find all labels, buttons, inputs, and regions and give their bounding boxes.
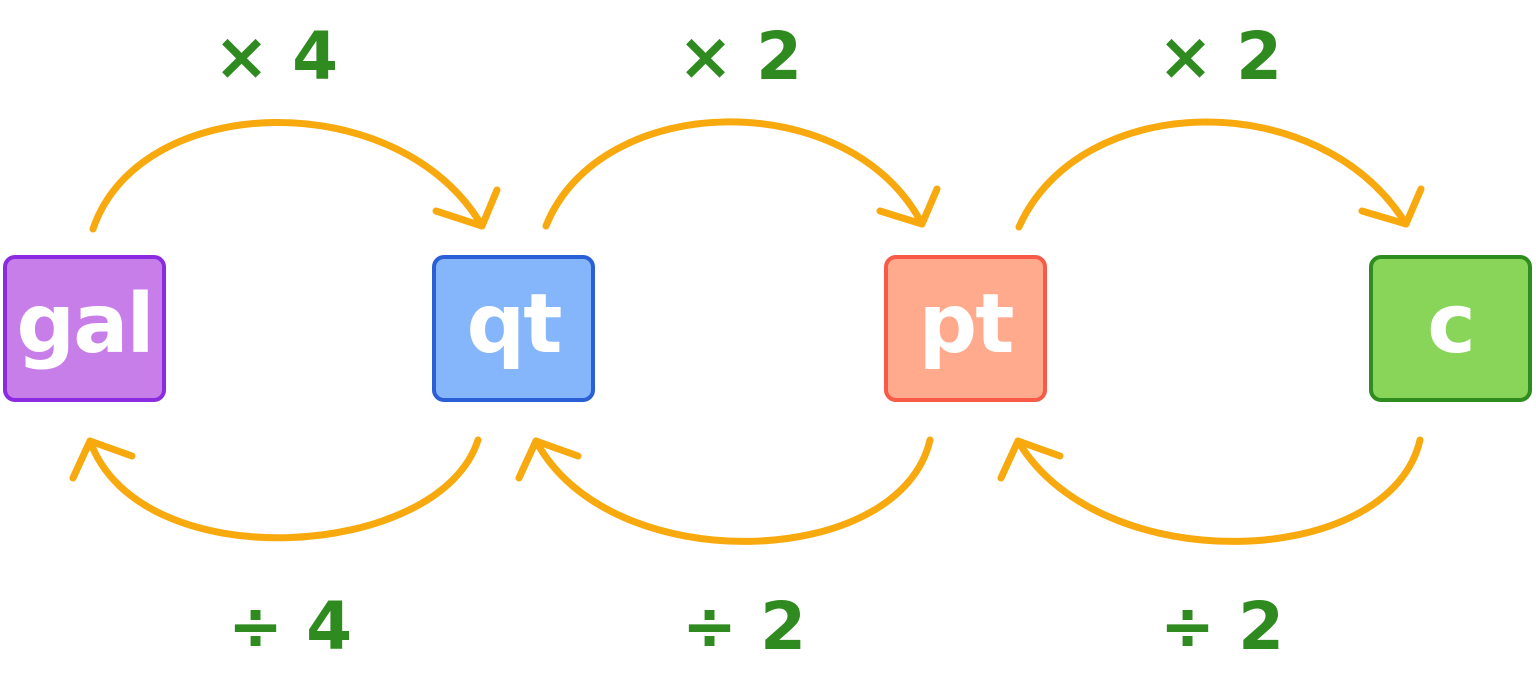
arrow-qt-to-gal — [86, 436, 482, 542]
unit-box-c: c — [1369, 255, 1532, 402]
arrow-qt-to-pt — [542, 118, 926, 230]
arrowhead-qt-to-gal — [69, 437, 136, 482]
arrow-c-to-pt — [1014, 436, 1424, 545]
divide-label-c-pt: ÷ 2 — [1159, 588, 1285, 665]
arrow-gal-to-qt — [89, 119, 486, 233]
unit-label-pt: pt — [918, 276, 1015, 372]
divide-label-pt-qt: ÷ 2 — [681, 588, 807, 665]
arrowhead-c-to-pt — [997, 437, 1064, 482]
arrowhead-pt-to-c — [1358, 185, 1425, 228]
arrowhead-pt-to-qt — [515, 437, 582, 482]
arrowhead-qt-to-pt — [876, 185, 941, 228]
multiply-label-qt-pt: × 2 — [677, 18, 803, 95]
multiply-label-pt-c: × 2 — [1157, 18, 1283, 95]
arrow-pt-to-qt — [532, 436, 934, 545]
divide-label-qt-gal: ÷ 4 — [227, 588, 353, 665]
unit-box-pt: pt — [884, 255, 1047, 402]
unit-box-gal: gal — [3, 255, 166, 402]
multiply-label-gal-qt: × 4 — [213, 18, 339, 95]
unit-label-c: c — [1427, 276, 1476, 372]
arrowhead-gal-to-qt — [432, 186, 501, 230]
arrow-pt-to-c — [1015, 118, 1410, 231]
unit-label-gal: gal — [16, 276, 154, 372]
unit-box-qt: qt — [432, 255, 595, 402]
unit-label-qt: qt — [466, 276, 563, 372]
